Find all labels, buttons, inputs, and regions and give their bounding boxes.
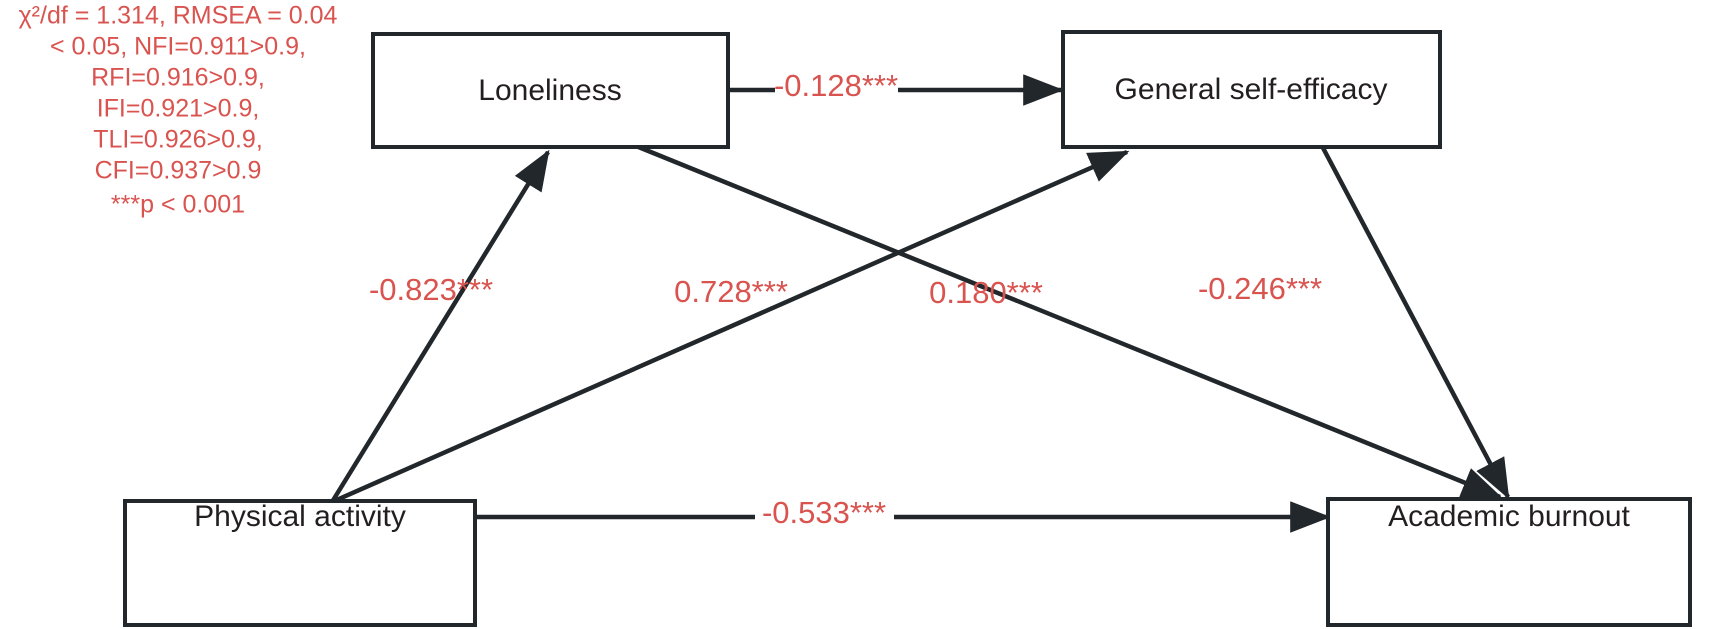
fit-indices-line-5: TLI=0.926>0.9, [93,126,263,154]
node-general-self-efficacy-label: General self-efficacy [1115,73,1388,106]
node-physical-activity-label: Physical activity [194,500,406,533]
path-arrow-loneliness-ab [635,143,1503,500]
fit-indices-line-1: χ²/df = 1.314, RMSEA = 0.04 [19,2,338,30]
path-label-general-self-efficacy-to-academic-burnout: -0.246*** [1198,271,1322,306]
node-physical-activity-box[interactable] [123,499,477,627]
node-physical-activity[interactable]: Physical activity [123,499,477,627]
node-loneliness[interactable]: Loneliness [371,32,730,149]
fit-indices-line-2: < 0.05, NFI=0.911>0.9, [50,33,306,61]
path-label-physical-activity-to-general-self-efficacy: 0.728*** [674,274,788,309]
node-loneliness-label: Loneliness [478,74,621,107]
path-label-loneliness-to-academic-burnout: 0.180*** [929,275,1043,310]
fit-indices-line-4: IFI=0.921>0.9, [97,95,260,123]
node-academic-burnout-label: Academic burnout [1388,500,1630,533]
node-academic-burnout[interactable]: Academic burnout [1326,497,1692,627]
path-arrow-pa-loneliness [330,149,550,504]
fit-indices-significance-note: ***p < 0.001 [111,191,245,219]
path-label-physical-activity-to-academic-burnout: -0.533*** [762,495,886,530]
node-general-self-efficacy-box[interactable] [1061,30,1442,149]
path-arrow-pa-gse [331,149,1130,505]
node-general-self-efficacy[interactable]: General self-efficacy [1061,30,1442,149]
path-general-self-efficacy-to-academic-burnout [1320,144,1510,500]
path-label-physical-activity-to-loneliness: -0.823*** [369,272,493,307]
path-physical-activity-to-loneliness [330,149,550,504]
node-loneliness-box[interactable] [371,32,730,149]
fit-indices-line-6: CFI=0.937>0.9 [95,157,262,185]
path-physical-activity-to-general-self-efficacy [331,149,1130,505]
path-label-loneliness-to-general-self-efficacy: -0.128*** [774,68,898,103]
node-academic-burnout-box[interactable] [1326,497,1692,627]
fit-indices-line-3: RFI=0.916>0.9, [91,64,265,92]
path-arrow-gse-ab [1320,144,1510,500]
path-loneliness-to-academic-burnout [635,143,1503,500]
fit-indices-block: χ²/df = 1.314, RMSEA = 0.04 < 0.05, NFI=… [19,2,338,219]
